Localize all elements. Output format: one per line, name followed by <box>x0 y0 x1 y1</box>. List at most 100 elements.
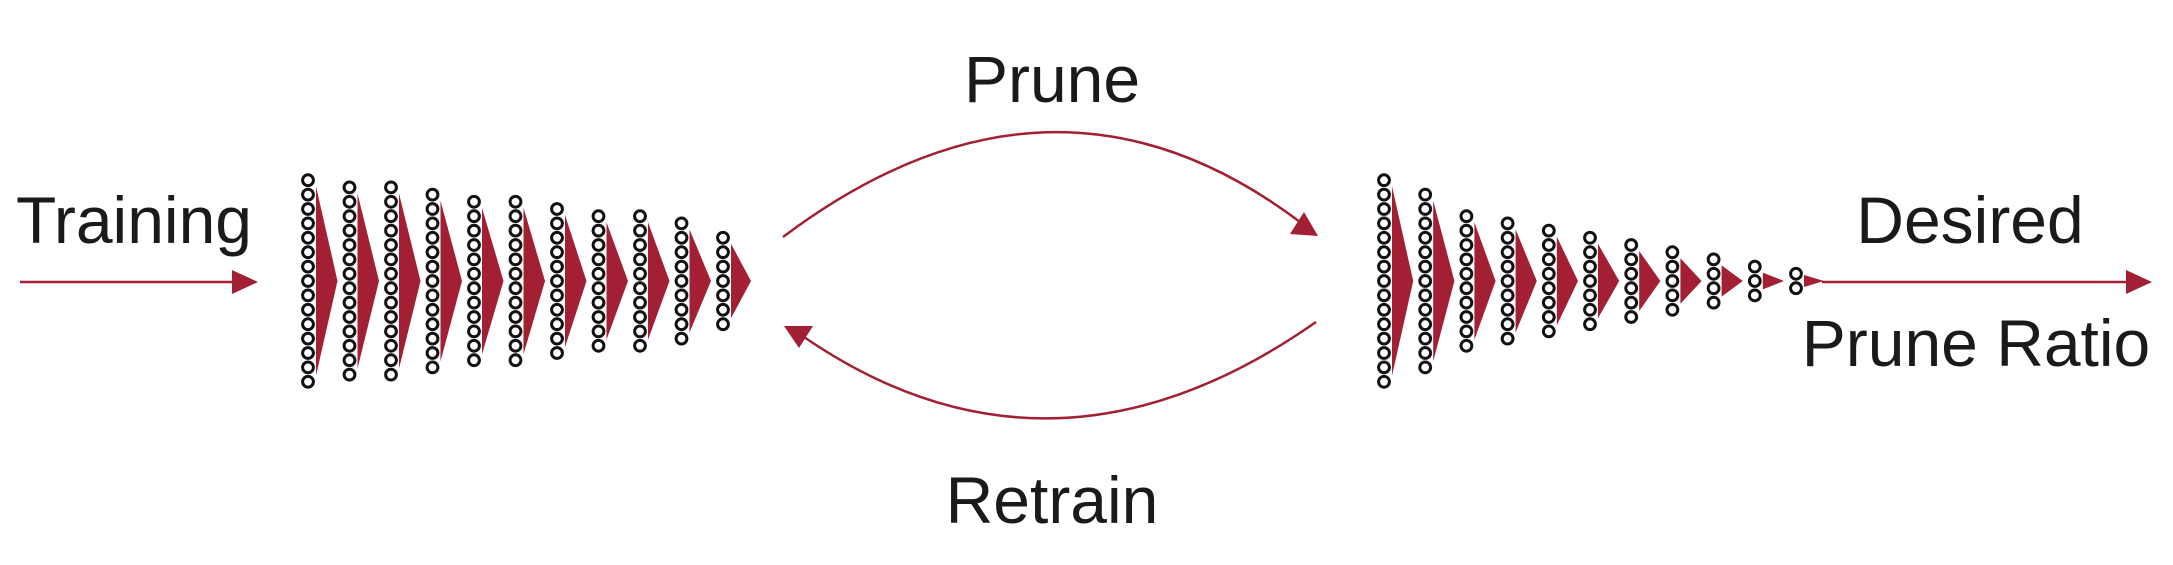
neuron-node <box>1418 288 1433 303</box>
neuron-node <box>1500 274 1515 288</box>
neuron-node <box>1418 187 1433 202</box>
neuron-node <box>591 238 606 252</box>
neuron-node <box>467 194 481 209</box>
neuron-node <box>301 302 315 317</box>
neuron-node <box>1377 374 1391 389</box>
neuron-node <box>674 317 689 332</box>
neuron-node <box>384 180 398 195</box>
neuron-node <box>1377 202 1391 216</box>
neuron-node <box>1500 302 1515 317</box>
neuron-node <box>1377 259 1391 274</box>
neuron-node <box>1624 238 1639 252</box>
neuron-node <box>550 346 564 360</box>
neuron-node <box>1459 338 1474 353</box>
neuron-node <box>1665 274 1680 288</box>
neuron-node <box>1541 223 1556 238</box>
neuron-node <box>384 252 398 267</box>
neuron-node <box>342 281 357 296</box>
neuron-node <box>1583 317 1597 332</box>
neuron-node <box>591 324 606 339</box>
neuron-node <box>342 338 357 353</box>
neuron-node <box>1377 317 1391 332</box>
neuron-node <box>467 209 481 224</box>
neuron-node <box>1418 216 1433 231</box>
neuron-node <box>301 202 315 216</box>
training-arrow <box>20 270 258 294</box>
neuron-node <box>550 288 564 303</box>
neuron-node <box>384 266 398 281</box>
neuron-node <box>1541 252 1556 267</box>
prune-arrow <box>782 130 1318 238</box>
neuron-node <box>1500 331 1515 346</box>
neuron-node <box>1541 295 1556 310</box>
neuron-node <box>674 216 689 231</box>
neuron-node <box>1377 288 1391 303</box>
neuron-node <box>1377 360 1391 375</box>
connection-wedge <box>316 186 338 376</box>
connection-wedge <box>565 215 587 347</box>
neuron-node <box>1377 187 1391 202</box>
neuron-node <box>508 252 523 267</box>
neuron-node <box>384 324 398 339</box>
neuron-node <box>301 230 315 245</box>
connection-wedge <box>1639 251 1661 311</box>
neuron-node <box>508 238 523 252</box>
connection-wedge <box>357 193 379 369</box>
neuron-node <box>301 317 315 332</box>
neuron-node <box>716 274 730 288</box>
neuron-node <box>1747 274 1762 288</box>
connection-wedge <box>399 193 421 369</box>
neuron-node <box>425 360 440 375</box>
neuron-node <box>425 245 440 260</box>
neuron-node <box>467 252 481 267</box>
neuron-node <box>467 295 481 310</box>
neuron-node <box>591 223 606 238</box>
neuron-node <box>1459 281 1474 296</box>
neuron-node <box>1706 252 1721 267</box>
neuron-node <box>674 331 689 346</box>
neuron-node <box>591 310 606 324</box>
neuron-node <box>301 331 315 346</box>
neuron-node <box>1418 245 1433 260</box>
neuron-node <box>1747 259 1762 274</box>
neuron-node <box>633 252 647 267</box>
neuron-node <box>425 274 440 288</box>
neuron-node <box>1665 245 1680 260</box>
neuron-node <box>1541 266 1556 281</box>
neuron-node <box>342 209 357 224</box>
neuron-node <box>1459 238 1474 252</box>
neuron-node <box>674 230 689 245</box>
neuron-node <box>301 259 315 274</box>
neuron-node <box>1459 223 1474 238</box>
neuron-node <box>1583 230 1597 245</box>
neuron-node <box>1541 324 1556 339</box>
neuron-node <box>591 295 606 310</box>
connection-wedge <box>440 200 462 362</box>
neuron-node <box>1500 230 1515 245</box>
neuron-node <box>591 252 606 267</box>
neuron-node <box>342 238 357 252</box>
neuron-node <box>342 295 357 310</box>
neuron-node <box>384 338 398 353</box>
neuron-node <box>716 259 730 274</box>
neuron-node <box>301 274 315 288</box>
neuron-node <box>550 317 564 332</box>
neuron-node <box>1377 331 1391 346</box>
neuron-node <box>1377 230 1391 245</box>
neuron-node <box>633 238 647 252</box>
connection-wedge <box>1598 243 1620 319</box>
neuron-node <box>467 223 481 238</box>
neuron-node <box>1624 310 1639 324</box>
neuron-node <box>508 266 523 281</box>
neuron-node <box>633 266 647 281</box>
neuron-node <box>384 353 398 368</box>
neuron-node <box>1583 274 1597 288</box>
neuron-node <box>467 310 481 324</box>
neuron-node <box>508 338 523 353</box>
neuron-node <box>1418 317 1433 332</box>
neuron-node <box>1665 288 1680 303</box>
neuron-node <box>1418 331 1433 346</box>
neuron-node <box>1665 302 1680 317</box>
neuron-node <box>425 202 440 216</box>
